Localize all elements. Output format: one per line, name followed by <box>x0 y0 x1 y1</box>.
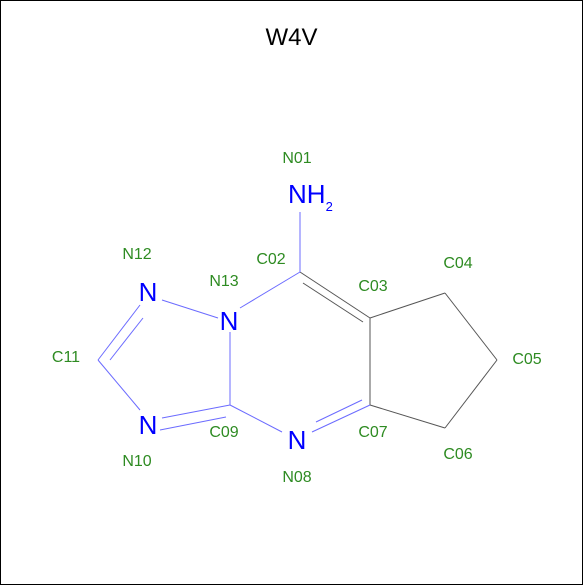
label-n12: N12 <box>122 246 151 263</box>
label-n01: N01 <box>282 150 311 167</box>
bond-c06-c07 <box>369 404 446 429</box>
bond-n08-c07 <box>311 404 371 433</box>
label-c06: C06 <box>443 446 472 463</box>
bond-c04-c05 <box>444 292 498 361</box>
bond-n12-c11-inner <box>109 317 144 361</box>
heteroatom-glyphs: NH2 N N N N <box>139 179 333 455</box>
bond-c02-n13 <box>239 271 301 309</box>
bond-n12-c11 <box>97 304 141 361</box>
bond-n10-c09 <box>161 404 231 419</box>
atom-labels: N01 C02 C03 C04 C05 C06 C07 N08 C09 N10 … <box>52 150 542 486</box>
label-c07: C07 <box>358 424 387 441</box>
label-c05: C05 <box>512 351 541 368</box>
bond-n08-c07-inner <box>315 399 363 423</box>
bond-c11-n10 <box>97 359 141 411</box>
label-c03: C03 <box>358 278 387 295</box>
nh2-main-text: NH <box>288 179 326 209</box>
bond-n13-n12 <box>161 299 219 319</box>
label-n10: N10 <box>122 453 151 470</box>
label-n08: N08 <box>282 469 311 486</box>
n10-symbol: N <box>139 410 158 440</box>
n13-symbol: N <box>220 306 239 336</box>
n12-symbol: N <box>139 277 158 307</box>
molecule-title: W4V <box>265 24 318 51</box>
label-c09: C09 <box>209 424 238 441</box>
carbon-bonds <box>299 271 498 429</box>
bond-c02-c03 <box>299 271 371 319</box>
nitrogen-bonds <box>97 212 371 433</box>
bond-c09-n08 <box>229 404 283 433</box>
label-c11: C11 <box>52 349 80 366</box>
nh2-subscript: 2 <box>326 199 333 214</box>
n08-symbol: N <box>288 425 307 455</box>
label-c04: C04 <box>443 255 472 272</box>
bond-c02-c03-inner <box>302 282 364 323</box>
bond-n10-c09-inner <box>159 416 227 431</box>
label-c02: C02 <box>256 251 285 268</box>
bond-c03-c04 <box>369 292 446 319</box>
label-n13: N13 <box>209 273 238 290</box>
bond-c05-c06 <box>444 359 498 429</box>
nh2-group: NH2 <box>288 179 333 214</box>
